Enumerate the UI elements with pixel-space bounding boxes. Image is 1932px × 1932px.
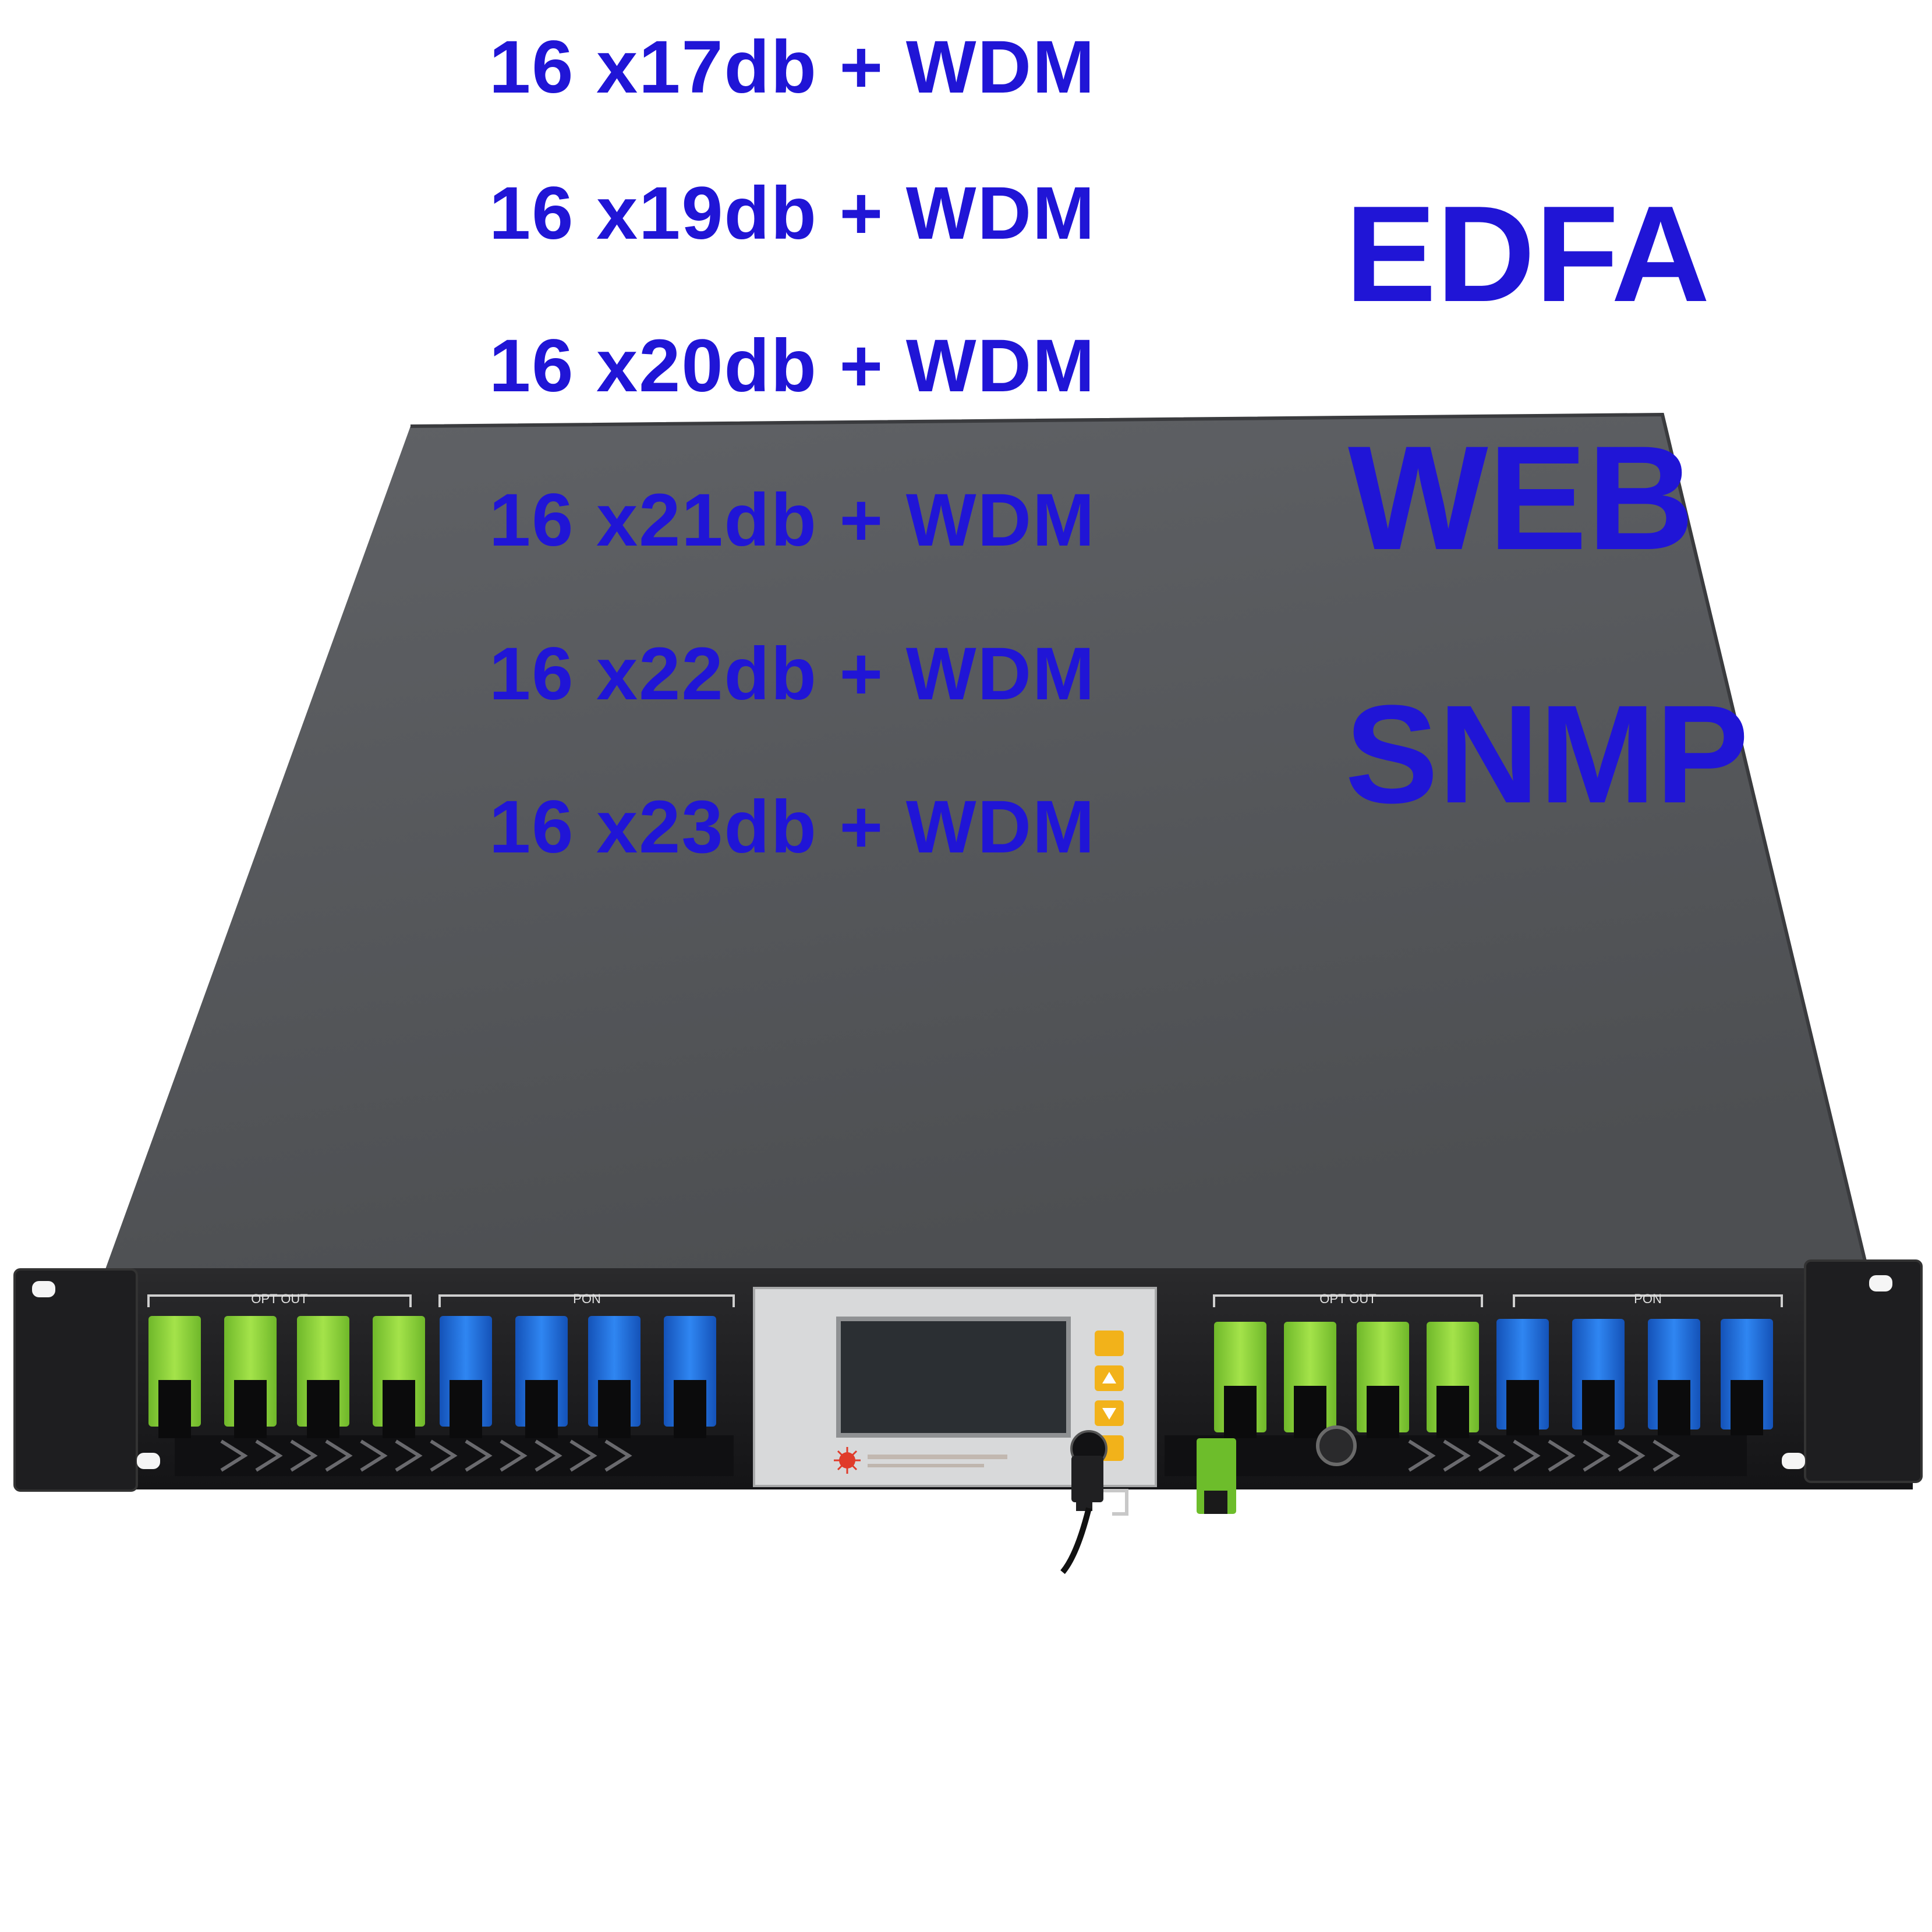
up-arrow-icon — [1102, 1372, 1116, 1383]
input-port[interactable] — [1197, 1438, 1236, 1514]
feature-edfa: EDFA — [1345, 177, 1710, 330]
spec-line-2: 16 x19db + WDM — [489, 172, 1096, 255]
key-icon[interactable] — [1060, 1430, 1128, 1574]
left-pon-ports — [440, 1316, 716, 1438]
right-pon-label: PON — [1634, 1291, 1662, 1306]
right-pon-ports — [1496, 1319, 1773, 1435]
menu-button[interactable] — [1095, 1331, 1124, 1356]
feature-web: WEB — [1348, 415, 1694, 581]
spec-line-5: 16 x22db + WDM — [489, 632, 1096, 716]
left-opt-out-ports — [148, 1316, 425, 1438]
left-opt-out-label: OPT OUT — [251, 1291, 307, 1306]
laser-warning-icon — [834, 1447, 861, 1474]
right-opt-out-ports — [1214, 1322, 1479, 1438]
left-pon-label: PON — [573, 1291, 601, 1306]
spec-line-1: 16 x17db + WDM — [489, 26, 1096, 109]
right-vent-grille — [1408, 1439, 1680, 1472]
right-rack-ear — [1804, 1259, 1923, 1483]
right-opt-out-label: OPT OUT — [1319, 1291, 1376, 1306]
left-rack-ear — [13, 1268, 138, 1492]
down-arrow-icon — [1102, 1408, 1116, 1420]
spec-line-3: 16 x20db + WDM — [489, 324, 1096, 408]
lcd-screen — [836, 1317, 1071, 1438]
spec-line-6: 16 x23db + WDM — [489, 785, 1096, 869]
power-connector — [1316, 1425, 1357, 1466]
feature-snmp: SNMP — [1345, 676, 1749, 832]
chassis-top-cover — [99, 412, 1871, 1287]
spec-line-4: 16 x21db + WDM — [489, 479, 1096, 562]
left-vent-grille — [220, 1439, 632, 1472]
